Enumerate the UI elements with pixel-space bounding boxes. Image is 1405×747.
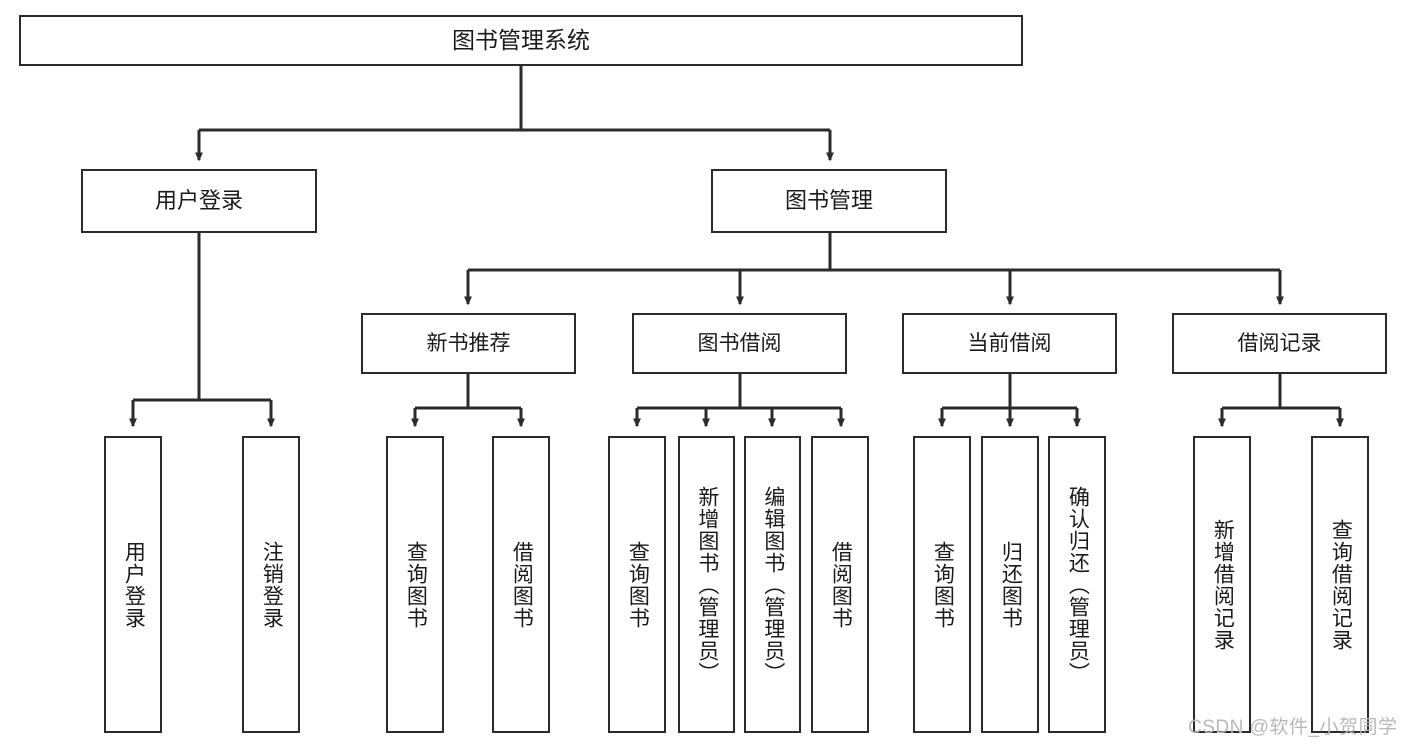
leaf-logout-login-label: 注销登录 bbox=[260, 540, 284, 629]
leaf-query-book-3-label: 查询图书 bbox=[931, 540, 955, 629]
leaf-add-borrow-record[interactable]: 新增借阅记录 bbox=[1193, 436, 1251, 733]
node-book-manage-label: 图书管理 bbox=[784, 188, 873, 213]
leaf-edit-book-admin-label: 编辑图书（管理员） bbox=[761, 485, 785, 684]
node-user-login[interactable]: 用户登录 bbox=[81, 169, 317, 233]
leaf-query-book-2-label: 查询图书 bbox=[626, 540, 650, 629]
node-root-label: 图书管理系统 bbox=[452, 27, 590, 53]
node-current-borrow[interactable]: 当前借阅 bbox=[902, 313, 1117, 374]
leaf-user-login-label: 用户登录 bbox=[122, 540, 146, 629]
leaf-query-borrow-record-label: 查询借阅记录 bbox=[1329, 518, 1353, 651]
leaf-query-borrow-record[interactable]: 查询借阅记录 bbox=[1311, 436, 1369, 733]
leaf-query-book-1-label: 查询图书 bbox=[404, 540, 428, 629]
node-borrow-record[interactable]: 借阅记录 bbox=[1172, 313, 1387, 374]
leaf-confirm-return-admin-label: 确认归还（管理员） bbox=[1066, 485, 1090, 684]
node-book-manage[interactable]: 图书管理 bbox=[711, 169, 947, 233]
leaf-query-book-3[interactable]: 查询图书 bbox=[913, 436, 971, 733]
node-root[interactable]: 图书管理系统 bbox=[19, 15, 1023, 66]
leaf-borrow-book-2-label: 借阅图书 bbox=[829, 540, 853, 629]
leaf-return-book[interactable]: 归还图书 bbox=[981, 436, 1039, 733]
leaf-borrow-book-1-label: 借阅图书 bbox=[510, 540, 534, 629]
leaf-return-book-label: 归还图书 bbox=[999, 540, 1023, 629]
leaf-query-book-1[interactable]: 查询图书 bbox=[386, 436, 444, 733]
csdn-watermark: CSDN @软件_小贺同学 bbox=[1188, 717, 1398, 738]
node-user-login-label: 用户登录 bbox=[154, 188, 243, 213]
leaf-user-login[interactable]: 用户登录 bbox=[104, 436, 162, 733]
leaf-query-book-2[interactable]: 查询图书 bbox=[608, 436, 666, 733]
leaf-borrow-book-1[interactable]: 借阅图书 bbox=[492, 436, 550, 733]
leaf-add-book-admin[interactable]: 新增图书（管理员） bbox=[678, 436, 735, 733]
leaf-add-borrow-record-label: 新增借阅记录 bbox=[1211, 518, 1235, 651]
node-book-borrow[interactable]: 图书借阅 bbox=[632, 313, 847, 374]
leaf-add-book-admin-label: 新增图书（管理员） bbox=[695, 485, 719, 684]
node-borrow-record-label: 借阅记录 bbox=[1237, 332, 1322, 355]
leaf-confirm-return-admin[interactable]: 确认归还（管理员） bbox=[1048, 436, 1106, 733]
leaf-logout-login[interactable]: 注销登录 bbox=[242, 436, 300, 733]
node-current-borrow-label: 当前借阅 bbox=[967, 332, 1052, 355]
node-new-book-recommend-label: 新书推荐 bbox=[426, 332, 511, 355]
node-new-book-recommend[interactable]: 新书推荐 bbox=[361, 313, 576, 374]
leaf-edit-book-admin[interactable]: 编辑图书（管理员） bbox=[744, 436, 801, 733]
node-book-borrow-label: 图书借阅 bbox=[697, 332, 782, 355]
leaf-borrow-book-2[interactable]: 借阅图书 bbox=[811, 436, 869, 733]
